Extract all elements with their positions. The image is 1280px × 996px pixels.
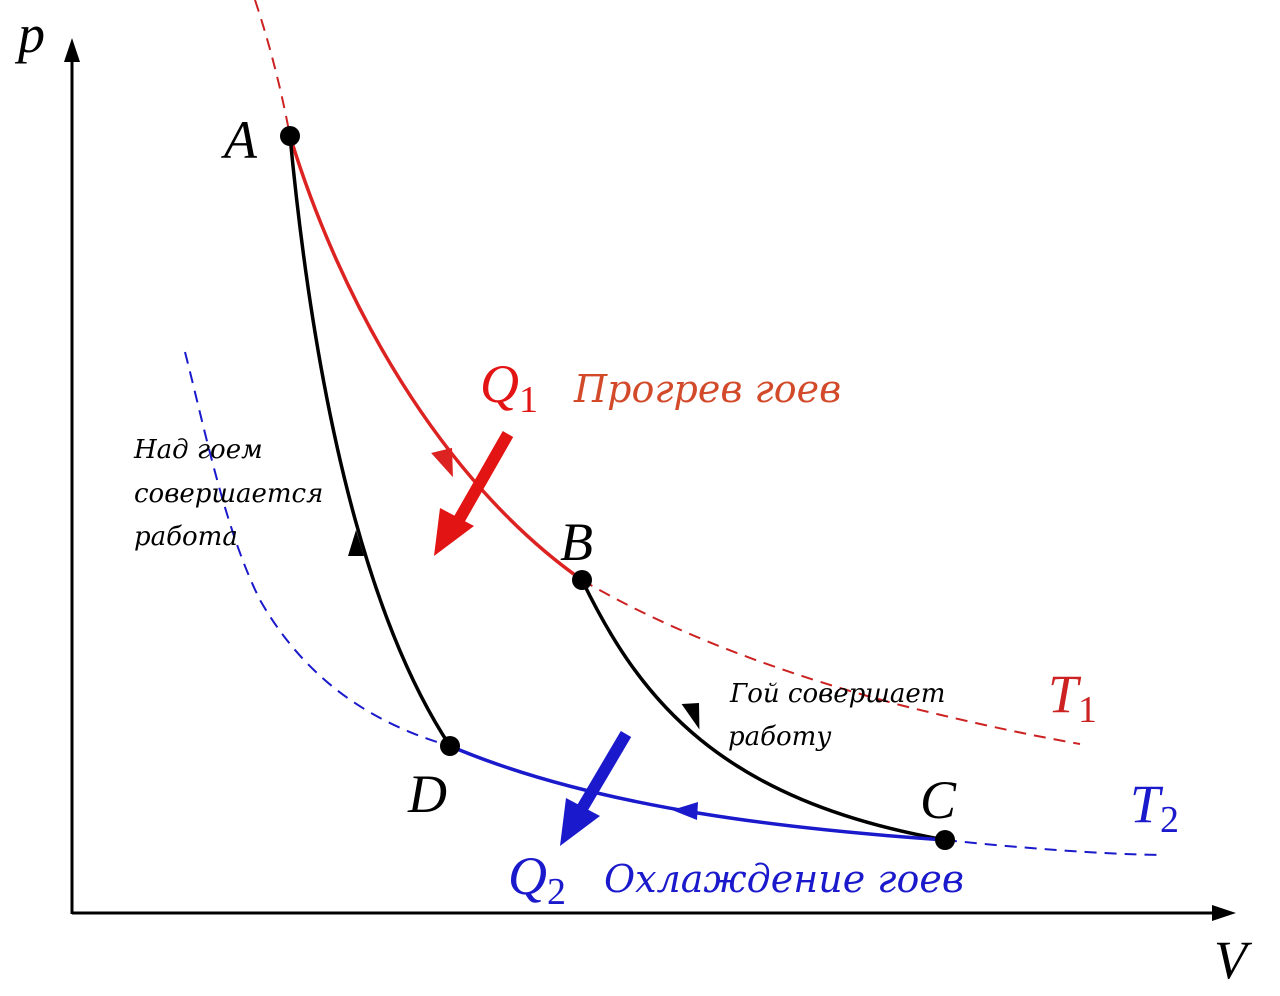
heat-input-arrow-shaft	[450, 431, 514, 528]
heat-output-group: Q2 Охлаждение гоев	[508, 730, 964, 913]
x-axis-label: V	[1214, 930, 1253, 990]
heat-input-symbol-label: Q1	[480, 354, 538, 421]
process-c-d-isothermal	[449, 744, 946, 842]
work-by-gas-line-1: Гой совершает	[729, 679, 945, 709]
y-axis-label: p	[14, 4, 45, 64]
point-d-dot	[440, 736, 460, 756]
isotherm-t2-symbol: T	[1130, 774, 1164, 834]
process-a-b-isothermal	[288, 135, 584, 582]
heat-output-text: Охлаждение гоев	[604, 857, 964, 901]
heat-input-text: Прогрев гоев	[573, 367, 841, 411]
point-b-label: B	[560, 512, 593, 572]
heat-output-symbol-label: Q2	[508, 846, 566, 913]
cycle-points: A B C D	[221, 110, 957, 850]
isotherm-t1-symbol: T	[1048, 664, 1082, 724]
process-d-a-adiabatic	[288, 135, 452, 747]
axes: p V	[14, 4, 1253, 990]
work-by-gas-note: Гой совершает работу	[728, 679, 945, 752]
isotherm-t2-dashed	[184, 351, 1161, 856]
heat-input-group: Q1 Прогрев гоев	[434, 354, 841, 556]
y-axis-arrowhead	[64, 38, 80, 62]
isotherm-t2-sub: 2	[1160, 799, 1179, 841]
x-axis-arrowhead	[1212, 905, 1236, 921]
heat-input-symbol: Q	[480, 354, 519, 414]
heat-output-sub: 2	[547, 871, 566, 913]
heat-output-arrow-shaft	[574, 730, 632, 816]
point-a-label: A	[221, 110, 258, 170]
point-c-label: C	[920, 770, 957, 830]
work-on-gas-note: Над гоем совершается работа	[133, 435, 323, 552]
point-d-label: D	[407, 764, 447, 824]
heat-input-arrow-head	[434, 508, 474, 556]
process-a-b-arrow	[431, 447, 453, 478]
work-on-gas-line-3: работа	[134, 522, 238, 552]
isotherm-t1-sub: 1	[1078, 689, 1097, 731]
isotherm-t1-label: T1	[1048, 664, 1097, 731]
point-b-dot	[572, 570, 592, 590]
process-d-a-arrow	[348, 530, 364, 556]
process-b-c-arrow	[681, 703, 700, 730]
isotherm-t2-label: T2	[1130, 774, 1179, 841]
heat-output-symbol: Q	[508, 846, 547, 906]
point-c-dot	[935, 830, 955, 850]
heat-input-sub: 1	[519, 379, 538, 421]
point-a-dot	[280, 126, 300, 146]
work-on-gas-line-2: совершается	[134, 479, 323, 509]
process-c-d-arrow	[672, 802, 698, 820]
process-b-c-adiabatic	[580, 579, 946, 842]
heat-output-arrow-head	[560, 798, 600, 846]
work-on-gas-line-1: Над гоем	[133, 435, 263, 465]
work-by-gas-line-2: работу	[728, 722, 831, 752]
